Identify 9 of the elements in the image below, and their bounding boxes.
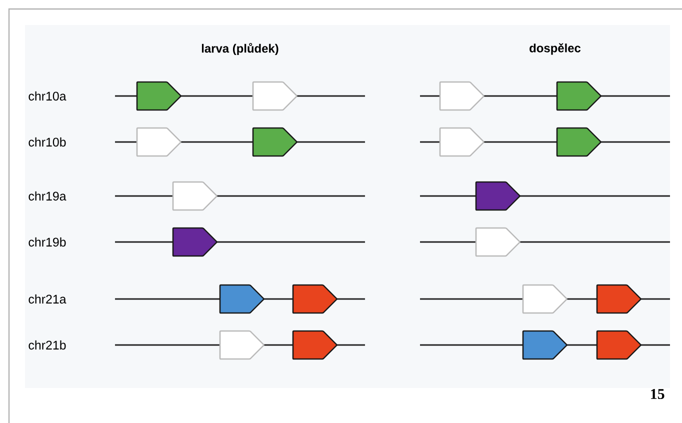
column-heading: larva (plůdek)	[202, 42, 278, 56]
page-number: 15	[651, 389, 664, 399]
row-label: chr10a	[28, 91, 66, 101]
row-label: chr19b	[28, 237, 66, 247]
row-label: chr21b	[28, 340, 66, 350]
row-label: chr10b	[28, 137, 66, 147]
row-label: chr19a	[28, 191, 66, 201]
row-label: chr21a	[28, 294, 66, 304]
column-heading: dospělec	[530, 43, 581, 55]
